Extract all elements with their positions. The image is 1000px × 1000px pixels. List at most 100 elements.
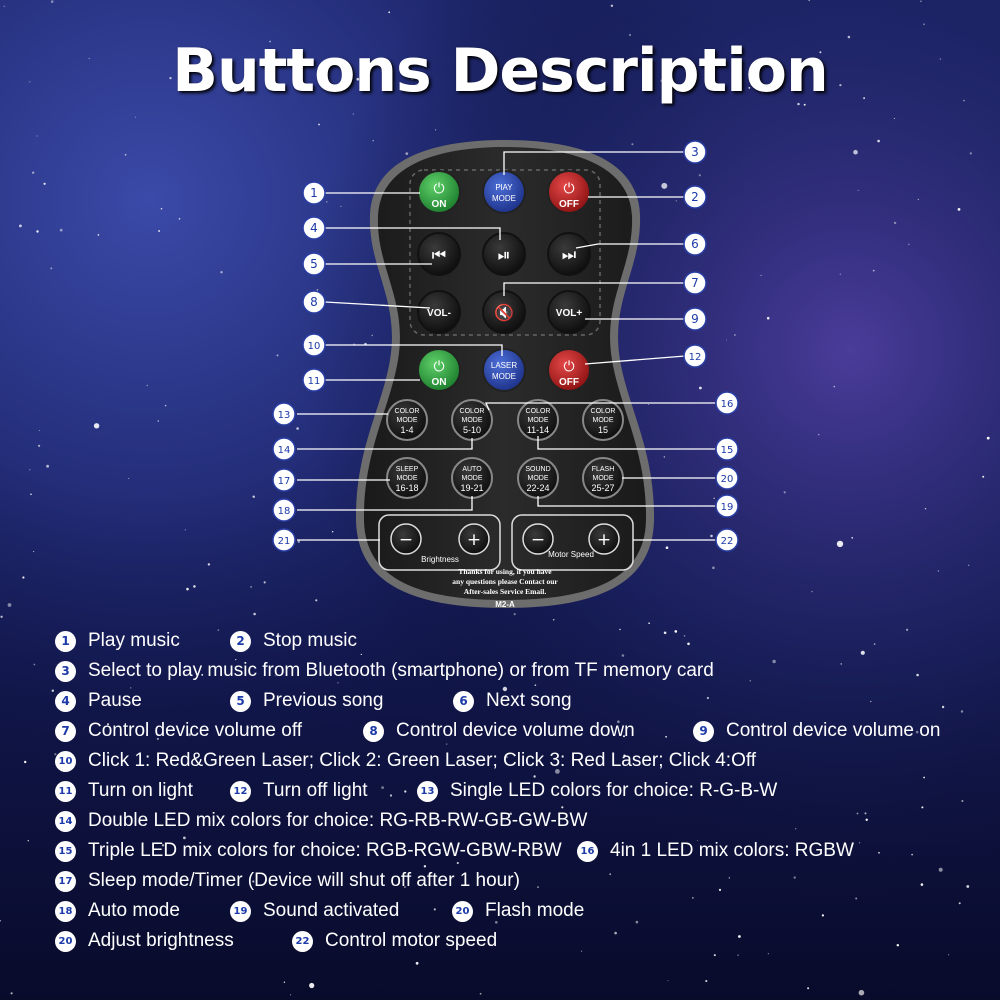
star bbox=[856, 812, 859, 815]
star bbox=[948, 954, 950, 956]
star bbox=[924, 508, 927, 510]
star bbox=[893, 117, 895, 119]
off-button-bottom[interactable]: ⏻ OFF bbox=[547, 348, 591, 392]
sleep-mode-button[interactable]: SLEEP MODE 16-18 bbox=[386, 457, 428, 499]
star bbox=[389, 794, 393, 797]
next-button[interactable]: ⏭ bbox=[547, 232, 591, 276]
svg-text:16-18: 16-18 bbox=[395, 483, 418, 493]
svg-text:8: 8 bbox=[310, 295, 318, 309]
star bbox=[33, 663, 36, 666]
star bbox=[908, 243, 910, 245]
star bbox=[878, 852, 880, 854]
star bbox=[839, 84, 842, 87]
color-mode-4-button[interactable]: COLOR MODE 15 bbox=[582, 399, 624, 441]
callout-11: 11 bbox=[302, 368, 326, 392]
star bbox=[863, 97, 865, 99]
star bbox=[337, 682, 339, 684]
svg-text:11: 11 bbox=[308, 376, 321, 387]
star bbox=[250, 586, 252, 588]
star bbox=[783, 491, 786, 494]
star bbox=[923, 23, 925, 26]
remote-footer-line-2: any questions please Contact our bbox=[452, 577, 558, 586]
volume-up-button[interactable]: VOL+ bbox=[547, 290, 591, 334]
star bbox=[920, 883, 924, 886]
remote-diagram: ⏻ ON PlAY MODE ⏻ OFF ⏮ ⏯ ⏭ VOL- 🔇 VOL+ ⏻ bbox=[272, 140, 739, 609]
on-button-bottom[interactable]: ⏻ ON bbox=[417, 348, 461, 392]
callout-2: 2 bbox=[683, 185, 707, 209]
star bbox=[22, 576, 25, 579]
laser-mode-button[interactable]: LASER MODE bbox=[482, 348, 526, 392]
play-pause-button[interactable]: ⏯ bbox=[482, 232, 526, 276]
on-button-top[interactable]: ⏻ ON bbox=[417, 170, 461, 214]
star bbox=[864, 812, 867, 815]
star bbox=[220, 271, 223, 274]
star bbox=[193, 585, 196, 588]
star bbox=[667, 980, 669, 982]
svg-text:1: 1 bbox=[310, 186, 318, 200]
star bbox=[855, 897, 858, 900]
callout-22: 22 bbox=[715, 528, 739, 552]
color-mode-3-button[interactable]: COLOR MODE 11-14 bbox=[517, 399, 559, 441]
legend-number-badge: 19 bbox=[230, 900, 251, 922]
legend-number-badge: 5 bbox=[230, 690, 251, 712]
color-mode-1-button[interactable]: COLOR MODE 1-4 bbox=[386, 399, 428, 441]
brightness-minus-button[interactable]: − bbox=[390, 523, 422, 555]
svg-text:22-24: 22-24 bbox=[526, 483, 549, 493]
play-mode-button[interactable]: PlAY MODE bbox=[482, 170, 526, 214]
star bbox=[675, 200, 677, 202]
legend-text: Next song bbox=[486, 690, 572, 711]
auto-mode-button[interactable]: AUTO MODE 19-21 bbox=[451, 457, 493, 499]
motor-plus-button[interactable]: + bbox=[588, 523, 620, 555]
svg-text:25-27: 25-27 bbox=[591, 483, 614, 493]
power-icon: ⏻ bbox=[563, 359, 574, 375]
star bbox=[164, 404, 167, 407]
legend-text: Auto mode bbox=[88, 900, 180, 921]
legend-number-badge: 22 bbox=[292, 930, 313, 952]
legend-text: Flash mode bbox=[485, 900, 585, 921]
legend-number-badge: 2 bbox=[230, 630, 251, 652]
legend-number-badge: 15 bbox=[55, 840, 76, 862]
star bbox=[156, 737, 159, 740]
star bbox=[958, 902, 961, 905]
star bbox=[660, 79, 664, 82]
svg-text:VOL-: VOL- bbox=[427, 308, 451, 319]
legend-text: Turn off light bbox=[263, 780, 368, 801]
color-mode-2-button[interactable]: COLOR MODE 5-10 bbox=[451, 399, 493, 441]
star bbox=[906, 628, 909, 631]
sound-mode-button[interactable]: SOUND MODE 22-24 bbox=[517, 457, 559, 499]
star bbox=[818, 434, 820, 436]
legend-text: Control device volume off bbox=[88, 720, 303, 741]
star bbox=[340, 205, 342, 207]
star bbox=[807, 987, 810, 990]
star bbox=[859, 842, 861, 844]
star bbox=[283, 981, 286, 983]
flash-mode-button[interactable]: FLASH MODE 25-27 bbox=[582, 457, 624, 499]
star bbox=[938, 867, 943, 872]
legend-number-badge: 12 bbox=[230, 780, 251, 802]
legend-number-badge: 3 bbox=[55, 660, 76, 682]
svg-text:6: 6 bbox=[691, 237, 699, 251]
mute-button[interactable]: 🔇 bbox=[482, 290, 526, 334]
star bbox=[297, 540, 300, 543]
brightness-plus-button[interactable]: + bbox=[458, 523, 490, 555]
star bbox=[760, 274, 762, 277]
legend-number-badge: 13 bbox=[417, 780, 438, 802]
star bbox=[90, 633, 93, 636]
motor-minus-button[interactable]: − bbox=[522, 523, 554, 555]
star bbox=[51, 689, 54, 692]
svg-text:10: 10 bbox=[308, 341, 321, 352]
star bbox=[811, 591, 813, 593]
star bbox=[252, 495, 255, 498]
callout-12: 12 bbox=[683, 344, 707, 368]
star bbox=[748, 87, 751, 89]
star bbox=[309, 982, 315, 989]
svg-text:MODE: MODE bbox=[528, 475, 549, 482]
star bbox=[683, 635, 686, 637]
previous-button[interactable]: ⏮ bbox=[417, 232, 461, 276]
callout-15: 15 bbox=[715, 437, 739, 461]
volume-down-button[interactable]: VOL- bbox=[417, 290, 461, 334]
off-button-top[interactable]: ⏻ OFF bbox=[547, 170, 591, 214]
star bbox=[29, 81, 31, 83]
